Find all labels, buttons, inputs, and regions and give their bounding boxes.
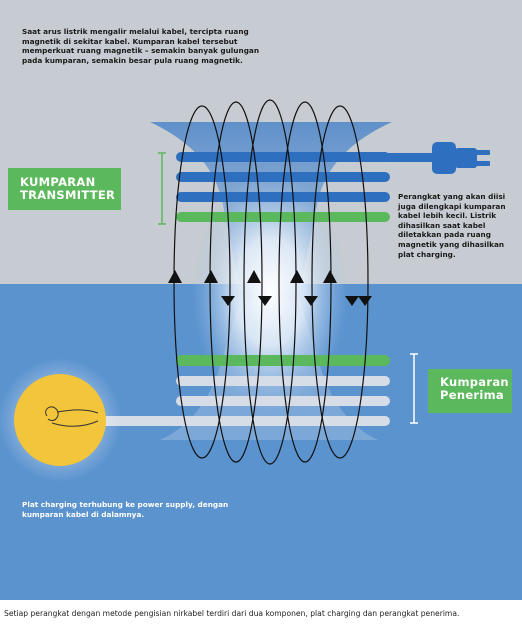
transmitter-coil-2 [176, 172, 390, 182]
arrow-down-icon [221, 296, 235, 306]
arrow-up-icon [168, 270, 182, 283]
field-glow [192, 172, 348, 412]
power-cable [386, 153, 436, 162]
receiver-coil-green [176, 355, 390, 366]
receiver-coil-3 [96, 416, 390, 426]
intro-text: Saat arus listrik mengalir melalui kabel… [22, 27, 260, 65]
transmitter-coil-3 [176, 192, 390, 202]
transmitter-coil-1 [176, 152, 390, 162]
diagram-canvas [0, 0, 522, 600]
plug-icon [432, 142, 490, 174]
charging-plate-note: Plat charging terhubung ke power supply,… [22, 500, 229, 519]
arrow-down-icon [358, 296, 372, 306]
transmitter-coil-green [176, 212, 390, 222]
receiver-note: Perangkat yang akan diisi juga dilengkap… [398, 192, 506, 259]
receiver-coil-2 [176, 396, 390, 406]
arrow-down-icon [304, 296, 318, 306]
diagram: Saat arus listrik mengalir melalui kabel… [0, 0, 522, 600]
arrows-down [221, 296, 372, 306]
arrows-up [168, 270, 337, 283]
arrow-down-icon [258, 296, 272, 306]
light-bulb-icon [0, 358, 122, 482]
arrow-up-icon [290, 270, 304, 283]
arrow-up-icon [247, 270, 261, 283]
arrow-up-icon [323, 270, 337, 283]
arrow-down-icon [345, 296, 359, 306]
receiver-coil-label: Kumparan Penerima [428, 369, 512, 413]
arrow-up-icon [204, 270, 218, 283]
transmitter-coil-label: KUMPARAN TRANSMITTER [8, 168, 121, 210]
figure-caption: Setiap perangkat dengan metode pengisian… [4, 609, 460, 618]
field-loop-5 [311, 105, 369, 459]
